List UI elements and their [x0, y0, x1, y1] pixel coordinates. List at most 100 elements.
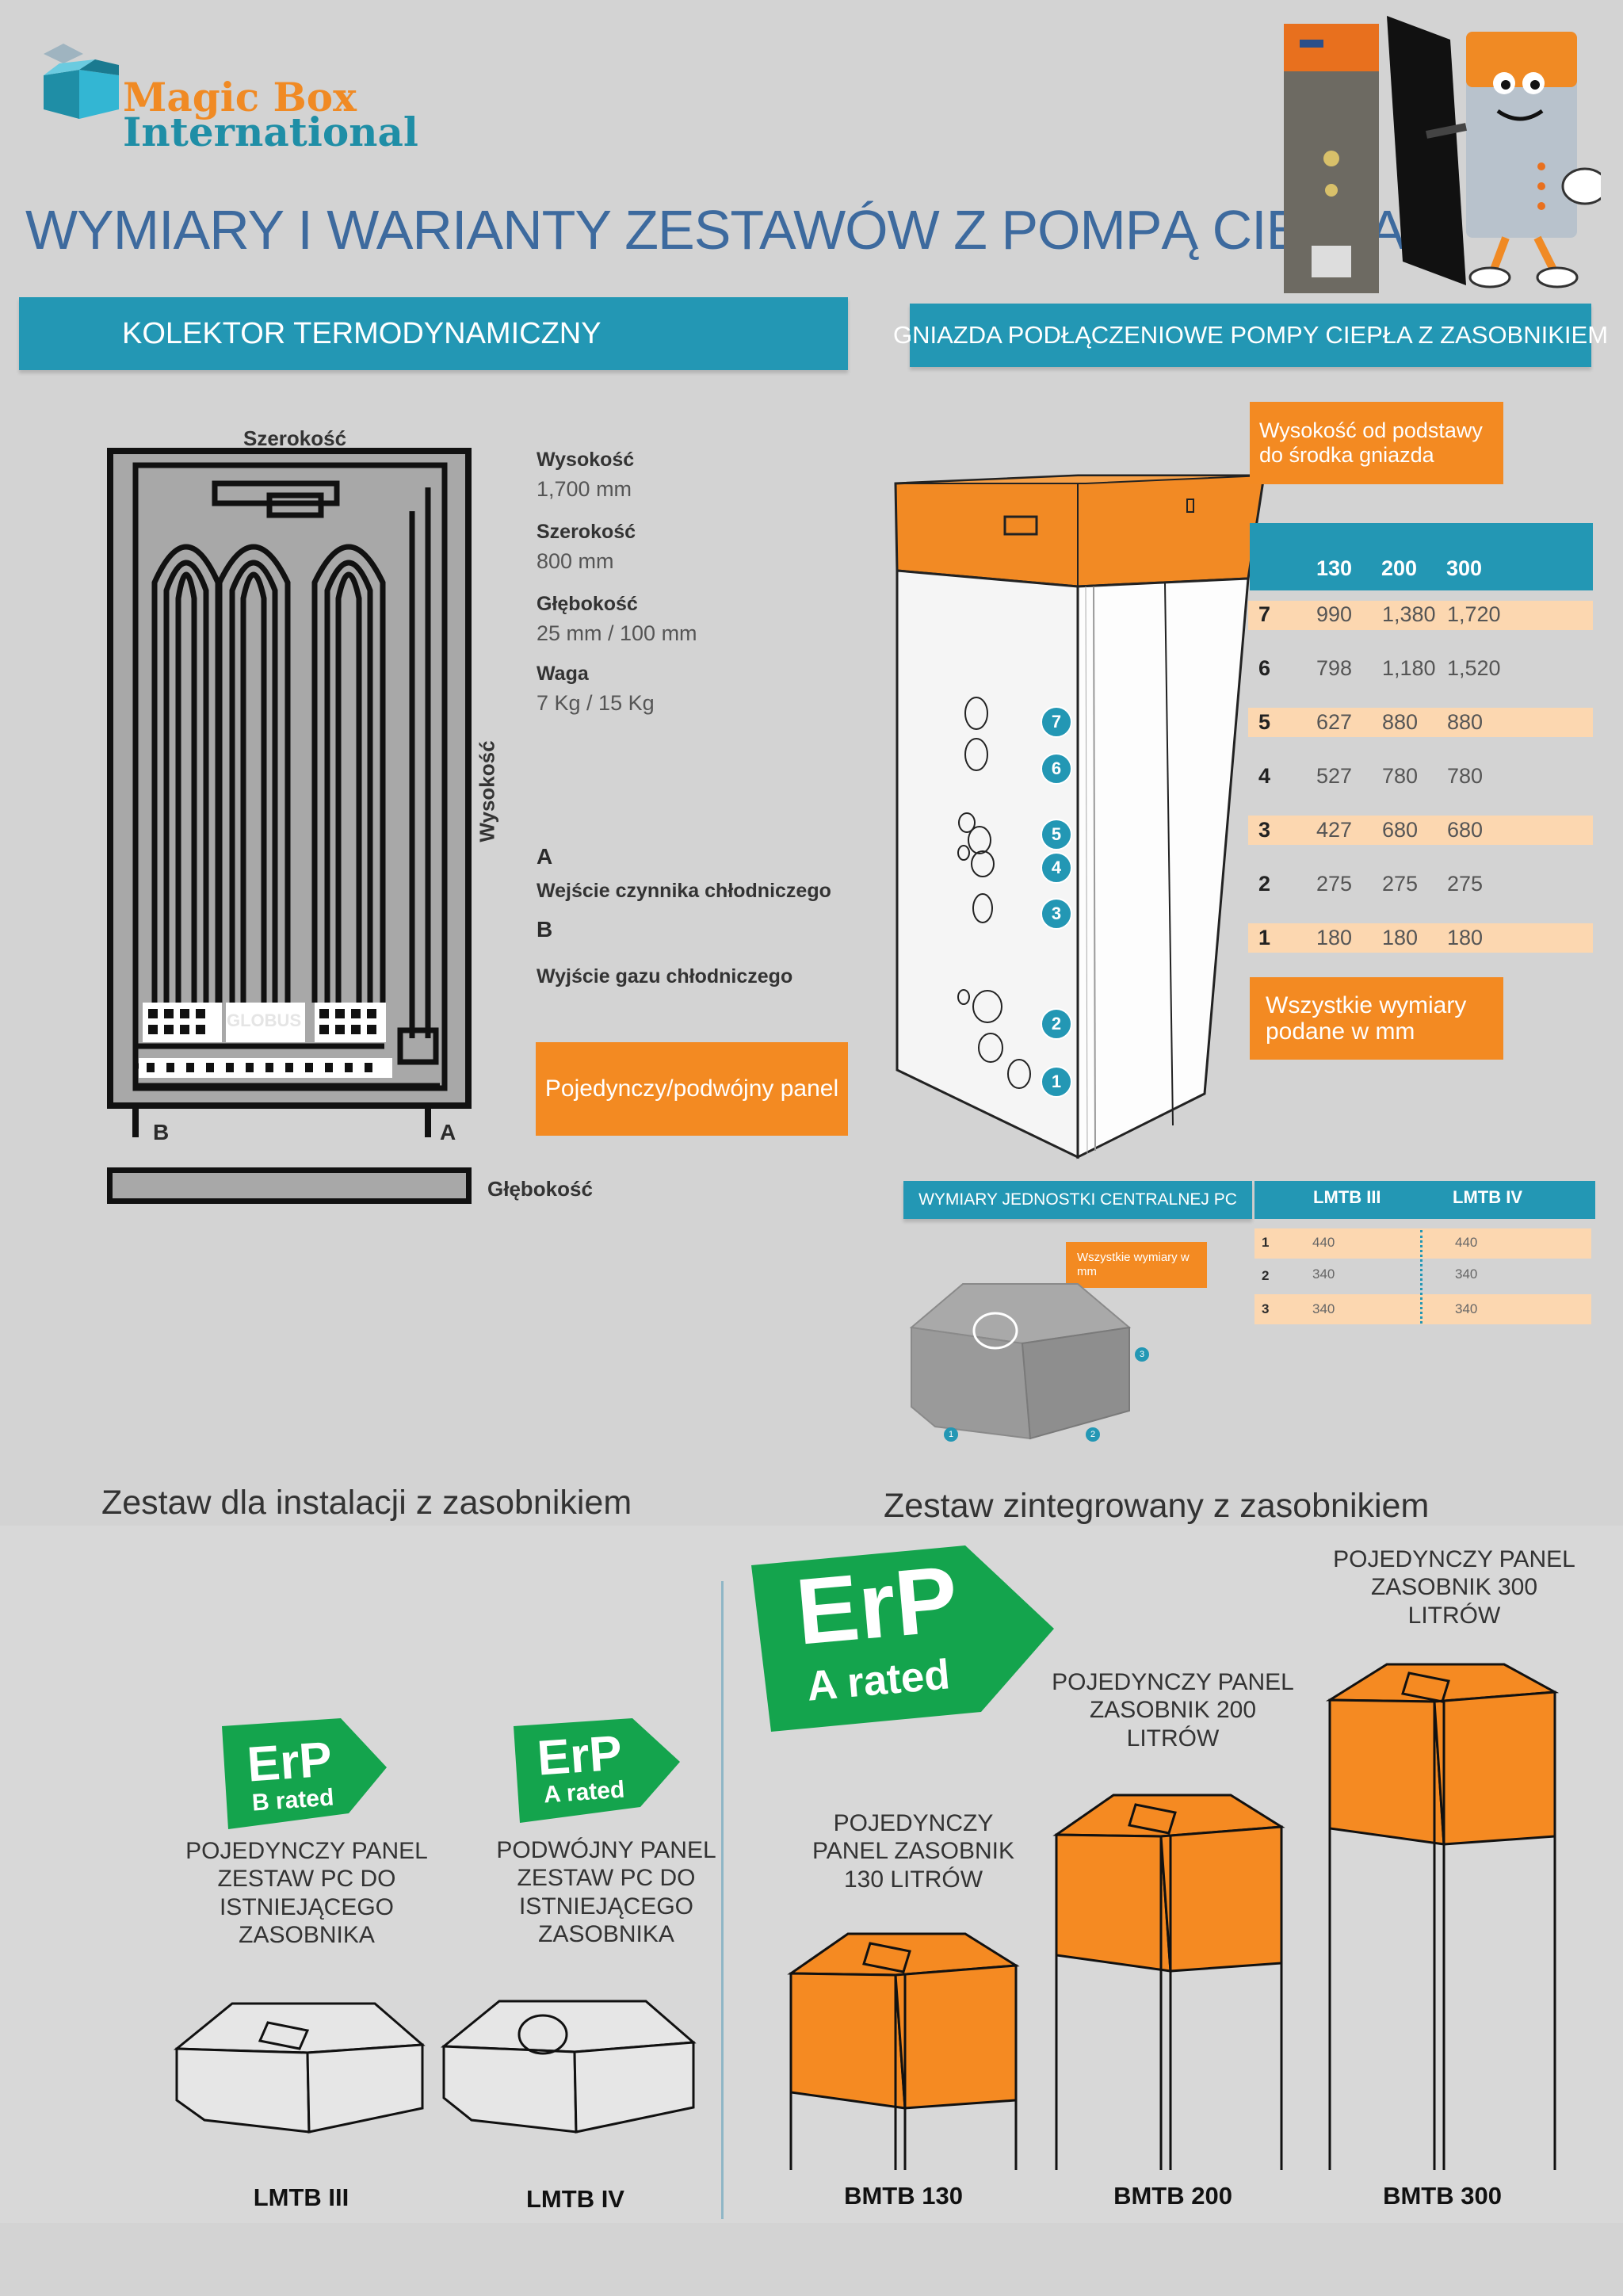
cell-value: 1,720 — [1447, 602, 1501, 626]
col-130: 130 — [1316, 556, 1353, 580]
erp-a-large-badge-icon — [751, 1545, 1054, 1732]
socket-marker-2: 2 — [1041, 1008, 1072, 1040]
central-cell-value: 340 — [1455, 1266, 1478, 1282]
bmtb-300-label: POJEDYNCZY PANEL ZASOBNIK 300 LITRÓW — [1333, 1546, 1575, 1629]
cell-value: 180 — [1382, 926, 1419, 949]
cell-value: 680 — [1382, 818, 1419, 842]
socket-marker-6: 6 — [1041, 753, 1072, 785]
cell-value: 427 — [1316, 818, 1353, 842]
kits-integrated-heading: Zestaw zintegrowany z zasobnikiem — [884, 1487, 1430, 1525]
central-cell-value: 340 — [1312, 1266, 1335, 1282]
cell-value: 527 — [1316, 764, 1353, 788]
bmtb-200-label: POJEDYNCZY PANEL ZASOBNIK 200 LITRÓW — [1052, 1669, 1294, 1752]
cell-value: 275 — [1382, 872, 1419, 896]
tank-with-sockets-drawing — [894, 474, 1266, 1159]
port-a-letter: A — [537, 844, 553, 869]
units-note-text: Wszystkie wymiary podane w mm — [1266, 992, 1467, 1045]
units-note: Wszystkie wymiary podane w mm — [1250, 977, 1503, 1060]
kit-lmtb-iii-label: POJEDYNCZY PANEL ZESTAW PC DO ISTNIEJĄCE… — [185, 1838, 428, 1949]
col-200: 200 — [1381, 556, 1418, 580]
central-cell-value: 340 — [1312, 1301, 1335, 1316]
col-lmtb-iii: LMTB III — [1313, 1187, 1381, 1207]
erp-a-small-badge-sub: A rated — [542, 1776, 626, 1809]
col-lmtb-iv: LMTB IV — [1453, 1187, 1522, 1207]
central-col-divider — [1420, 1230, 1423, 1324]
spec-width-value: 800 mm — [537, 549, 614, 573]
dim-marker-1: 1 — [944, 1427, 958, 1442]
bmtb-200-drawing — [1052, 1794, 1285, 2170]
socket-marker-7: 7 — [1041, 706, 1072, 738]
collector-header-label: KOLEKTOR TERMODYNAMICZNY — [122, 316, 601, 350]
spec-depth-label: Głębokość — [537, 593, 638, 615]
spec-height-value: 1,700 mm — [537, 477, 632, 501]
brand-logo: Magic Box International — [40, 40, 418, 152]
box-logo-icon — [44, 44, 119, 119]
diagram-port-b: B — [153, 1120, 170, 1144]
erp-b-badge-icon — [222, 1718, 387, 1829]
bmtb-300-drawing — [1325, 1663, 1560, 2170]
sockets-section-header: GNIAZDA PODŁĄCZENIOWE POMPY CIEPŁA Z ZAS… — [893, 304, 1608, 367]
product-lmtb-iv: LMTB IV — [526, 2185, 624, 2213]
height-note-text: Wysokość od podstawy do środka gniazda — [1259, 418, 1483, 467]
spec-weight-label: Waga — [537, 663, 589, 685]
row-number: 6 — [1258, 656, 1271, 680]
central-cell-value: 440 — [1312, 1235, 1335, 1250]
socket-marker-3: 3 — [1041, 898, 1072, 930]
erp-b-badge-sub: B rated — [250, 1784, 335, 1817]
dim-marker-2: 2 — [1086, 1427, 1100, 1442]
spec-list: Wysokość 1,700 mm Szerokość 800 mm Głębo… — [537, 449, 838, 716]
row-number: 7 — [1258, 602, 1271, 626]
central-unit-col-header: LMTB III LMTB IV — [1254, 1181, 1595, 1219]
row-number: 2 — [1258, 872, 1271, 896]
erp-a-badge-small-icon — [514, 1718, 680, 1823]
central-units-note: Wszystkie wymiary w mm — [1066, 1242, 1207, 1288]
row-number: 1 — [1258, 926, 1271, 949]
product-bmtb-200: BMTB 200 — [1113, 2182, 1232, 2210]
col-300: 300 — [1446, 556, 1483, 580]
central-units-note-text: Wszystkie wymiary w mm — [1077, 1251, 1190, 1278]
cell-value: 627 — [1316, 710, 1353, 734]
thermodynamic-panel-diagram — [107, 448, 472, 1137]
table-row — [1248, 708, 1593, 737]
sockets-table-header: 130 200 300 — [1250, 523, 1593, 590]
bmtb-130-drawing — [787, 1932, 1020, 2170]
central-row-bg — [1254, 1294, 1591, 1324]
depth-profile — [107, 1167, 472, 1204]
mascot-illustration — [1284, 16, 1601, 293]
central-row-number: 1 — [1262, 1235, 1270, 1250]
cell-value: 1,180 — [1382, 656, 1436, 680]
central-unit-header-label: WYMIARY JEDNOSTKI CENTRALNEJ PC — [918, 1190, 1237, 1209]
cell-value: 990 — [1316, 602, 1353, 626]
row-number: 4 — [1258, 764, 1271, 788]
row-number: 5 — [1258, 710, 1271, 734]
socket-marker-5: 5 — [1041, 819, 1072, 850]
panel-type-note-text: Pojedynczy/podwójny panel — [544, 1075, 839, 1102]
cell-value: 680 — [1447, 818, 1484, 842]
diagram-height-label: Wysokość — [475, 740, 499, 842]
brand-name-line2: International — [123, 109, 418, 155]
cell-value: 1,380 — [1382, 602, 1436, 626]
lmtb-iii-drawing — [173, 2002, 426, 2134]
lmtb-iv-drawing — [440, 2000, 697, 2134]
socket-marker-4: 4 — [1041, 852, 1072, 884]
product-bmtb-300: BMTB 300 — [1383, 2182, 1502, 2210]
central-row-number: 2 — [1262, 1268, 1270, 1283]
sockets-header-label: GNIAZDA PODŁĄCZENIOWE POMPY CIEPŁA Z ZAS… — [892, 321, 1609, 349]
table-row — [1248, 816, 1593, 845]
dim-marker-3: 3 — [1135, 1347, 1149, 1362]
cell-value: 180 — [1447, 926, 1484, 949]
table-row — [1248, 601, 1593, 630]
cell-value: 275 — [1316, 872, 1353, 896]
socket-marker-1: 1 — [1041, 1066, 1072, 1098]
port-b-desc: Wyjście gazu chłodniczego — [537, 965, 793, 988]
port-a-desc: Wejście czynnika chłodniczego — [537, 880, 831, 902]
central-cell-value: 340 — [1455, 1301, 1478, 1316]
cell-value: 1,520 — [1447, 656, 1501, 680]
page-title: WYMIARY I WARIANTY ZESTAWÓW Z POMPĄ CIEP… — [25, 199, 1406, 261]
cell-value: 880 — [1382, 710, 1419, 734]
diagram-depth-label: Głębokość — [487, 1177, 593, 1201]
diagram-port-a: A — [440, 1120, 456, 1144]
cell-value: 880 — [1447, 710, 1484, 734]
spec-weight-value: 7 Kg / 15 Kg — [537, 691, 655, 715]
spec-width-label: Szerokość — [537, 521, 636, 543]
